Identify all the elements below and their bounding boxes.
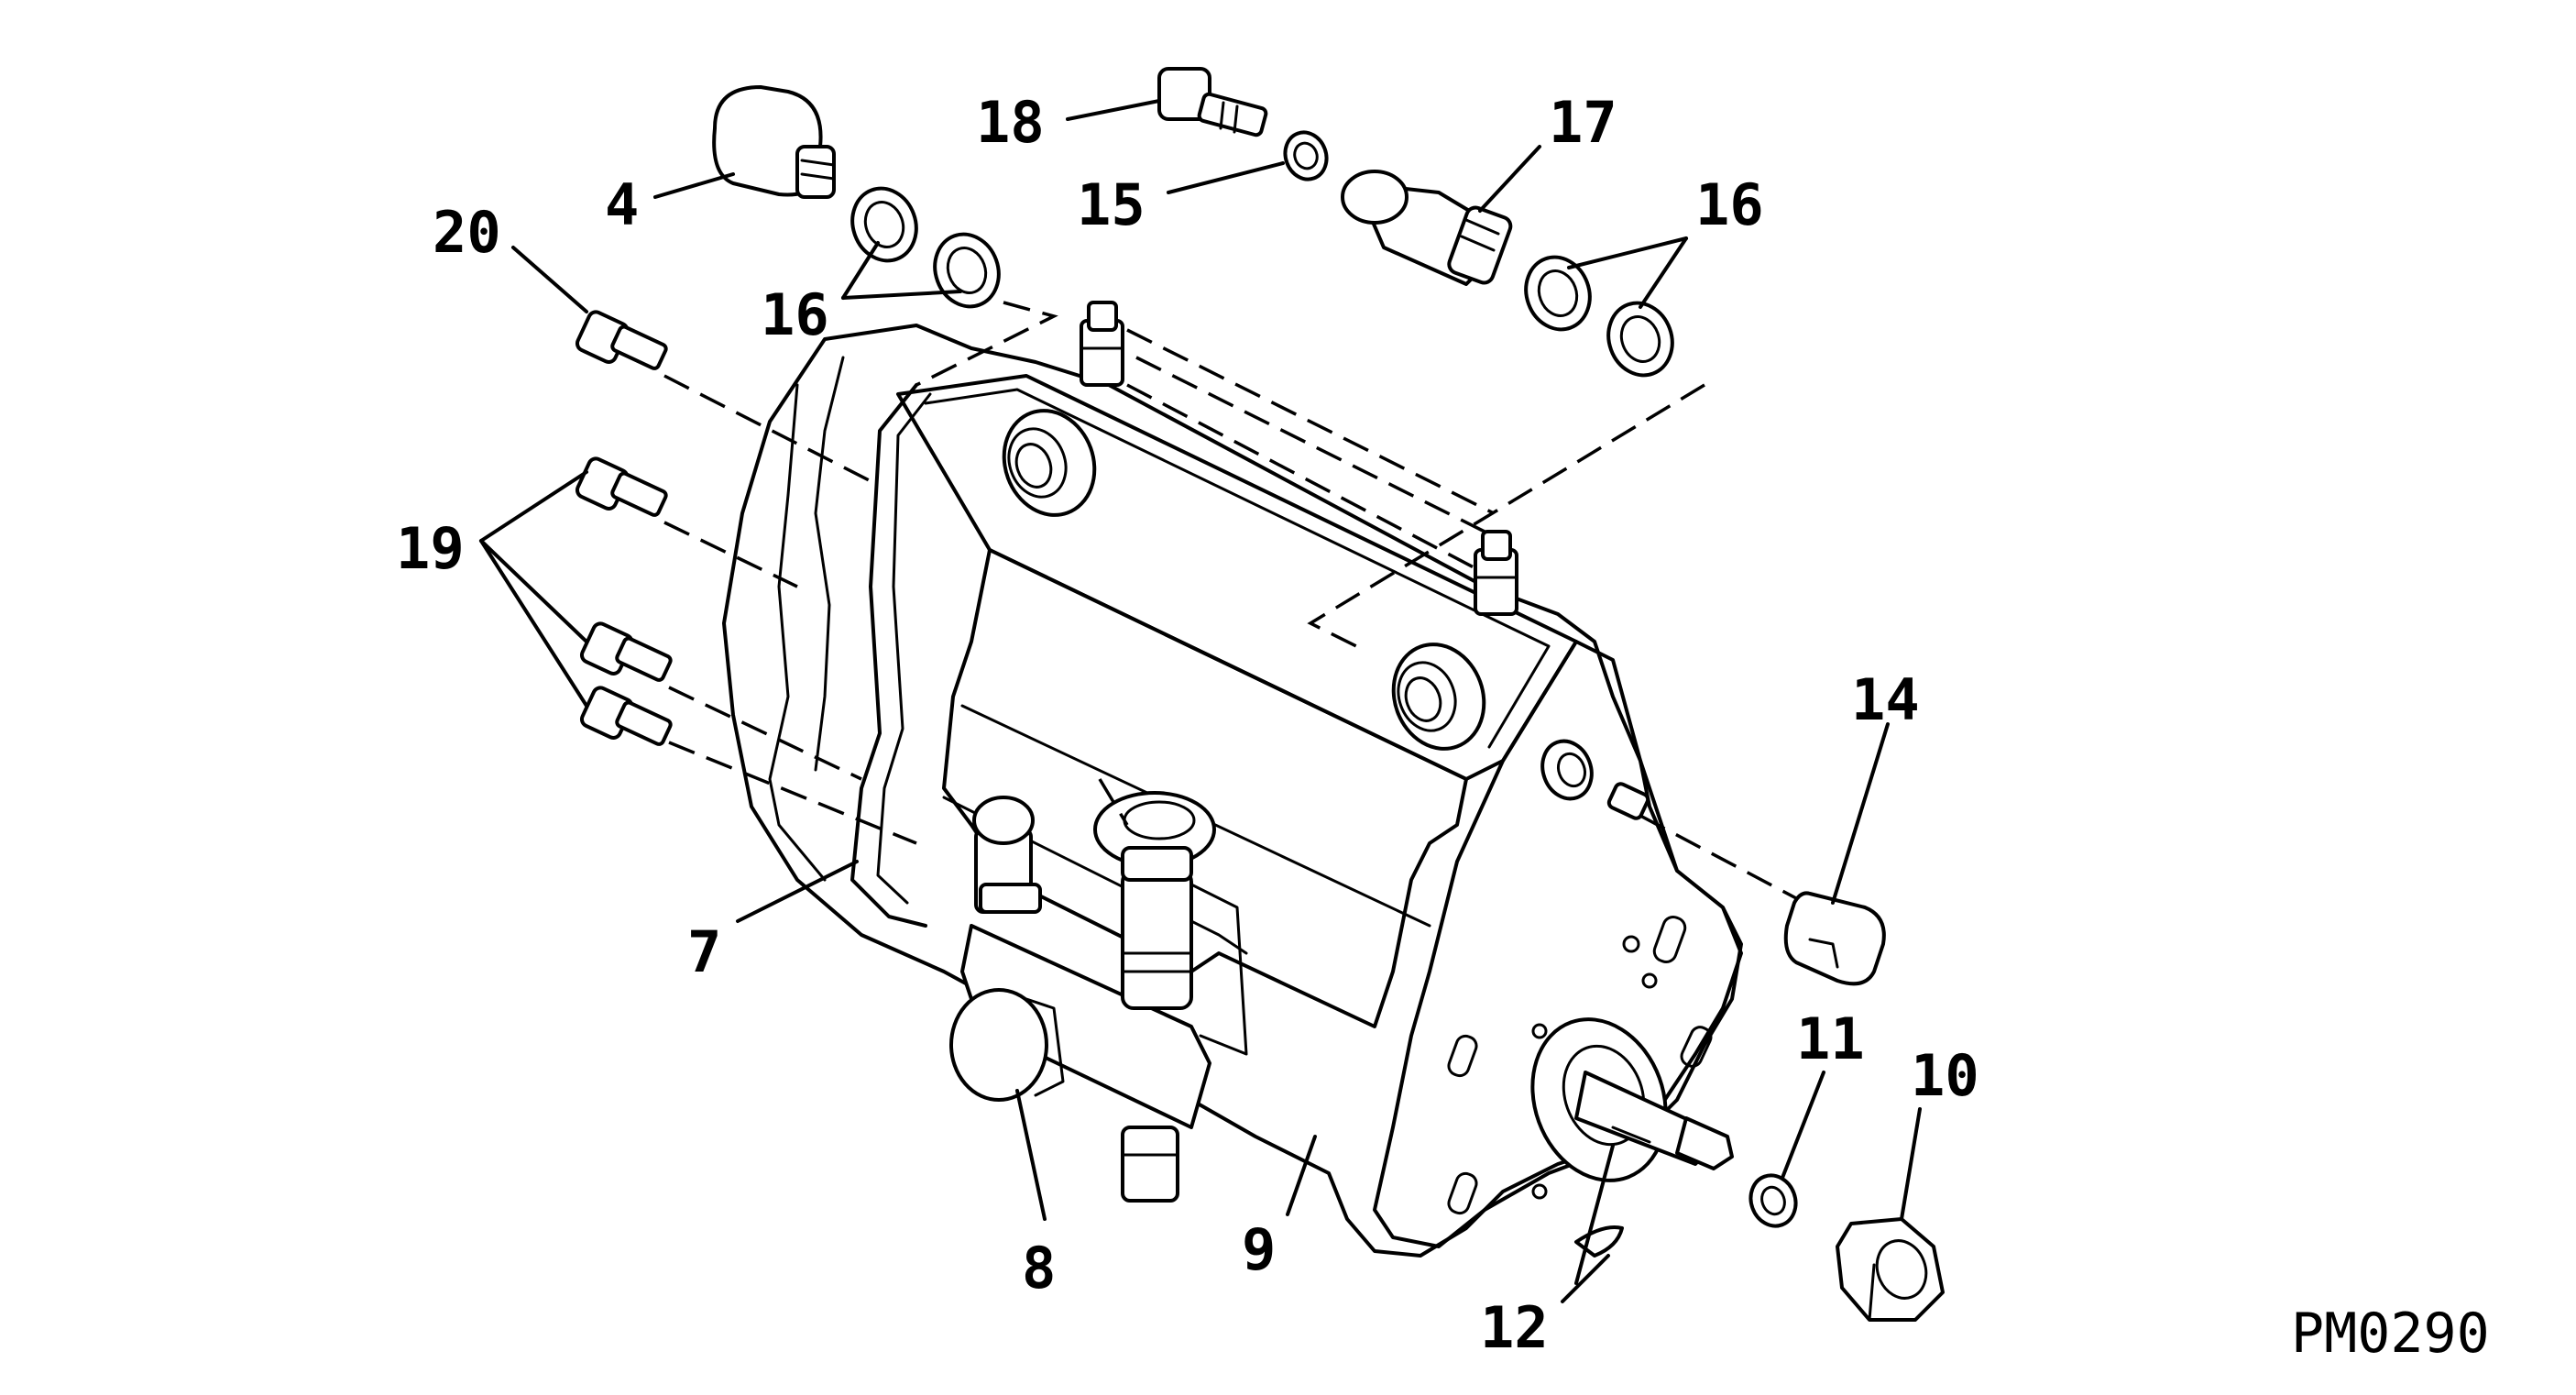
pump-housing [722,301,1743,1258]
drive-shaft-key [1611,1126,1651,1144]
callout-12: 12 [1480,1294,1549,1361]
bleed-nipple-left [1080,301,1124,387]
part-18-bolt [1157,67,1268,137]
part-16-washers-right [1524,255,1674,378]
banjo-bolt-upper-head [972,796,1035,845]
callout-18: 18 [976,89,1045,156]
assembly-lines [663,301,1797,900]
end-plate-hole [1641,972,1658,989]
part-12-key [1574,1225,1624,1258]
set-screw [1606,782,1650,820]
front-panel-lower [942,796,1248,955]
end-plate-hole [1531,1023,1548,1039]
callout-14: 14 [1851,666,1920,733]
lower-fitting [1121,1126,1179,1203]
part-20-bolt [575,310,668,370]
callout-16-right: 16 [1695,171,1764,238]
part-14-cap [1783,891,1886,986]
callout-20: 20 [433,199,501,266]
figure-reference: PM0290 [2291,1302,2490,1366]
end-plate-slot [1652,916,1687,963]
callout-7: 7 [687,918,721,985]
part-11-lockwasher [1748,1173,1798,1228]
callout-labels: 4 7 8 9 10 11 12 14 15 16 16 17 18 19 20 [396,89,1979,1361]
callout-10: 10 [1911,1042,1979,1109]
callout-4: 4 [605,171,639,238]
inlet-cap-side [1025,997,1065,1097]
gasket-edge [850,383,927,928]
end-plate [1373,640,1743,1248]
part-19-bolts [575,456,673,746]
callout-17: 17 [1549,89,1617,156]
priming-plunger [1121,869,1193,1010]
inlet-cap [949,988,1048,1102]
part-15-washer-inner [1293,141,1319,170]
part-15-washer [1283,130,1329,181]
feed-pump-assembly [949,791,1248,1203]
callout-19: 19 [396,515,465,582]
feed-pump-bracket [1180,878,1248,1056]
feed-pump-body [960,924,1211,1129]
callout-11: 11 [1796,1005,1865,1072]
part-11-lockwasher-inner [1760,1185,1786,1216]
part-16-washers-left [850,186,1001,309]
top-cover-inner [924,388,1551,749]
priming-knob-collar [1121,846,1193,882]
outlet-port-right [1391,643,1486,751]
bleed-nipple-right [1474,530,1518,616]
end-plate-hole [1531,1183,1548,1200]
part-10-nut [1836,1217,1945,1322]
outlet-port-left [1002,409,1097,517]
housing-left-face [768,383,827,882]
callout-8: 8 [1022,1235,1056,1302]
end-plug-inner [1556,752,1587,788]
callout-16-left: 16 [761,281,829,348]
callout-15: 15 [1077,171,1145,238]
part-17-valve [1341,170,1513,286]
part-4-cap [712,85,836,199]
housing-left-rib [814,356,845,772]
drive-shaft-tip [1675,1116,1734,1170]
end-plate-slot [1680,1026,1713,1068]
callout-9: 9 [1242,1216,1276,1283]
banjo-bolt-upper-washer [979,883,1042,914]
shaft-flange-inner [1562,1044,1646,1147]
gasket-edge-inner [876,392,932,905]
front-panel [942,548,1468,1028]
housing-outline [722,324,1743,1258]
end-plate-hole [1622,935,1640,953]
leader-lines [479,99,1922,1303]
end-plate-slot [1447,1034,1478,1078]
end-plate-slot [1447,1171,1478,1215]
